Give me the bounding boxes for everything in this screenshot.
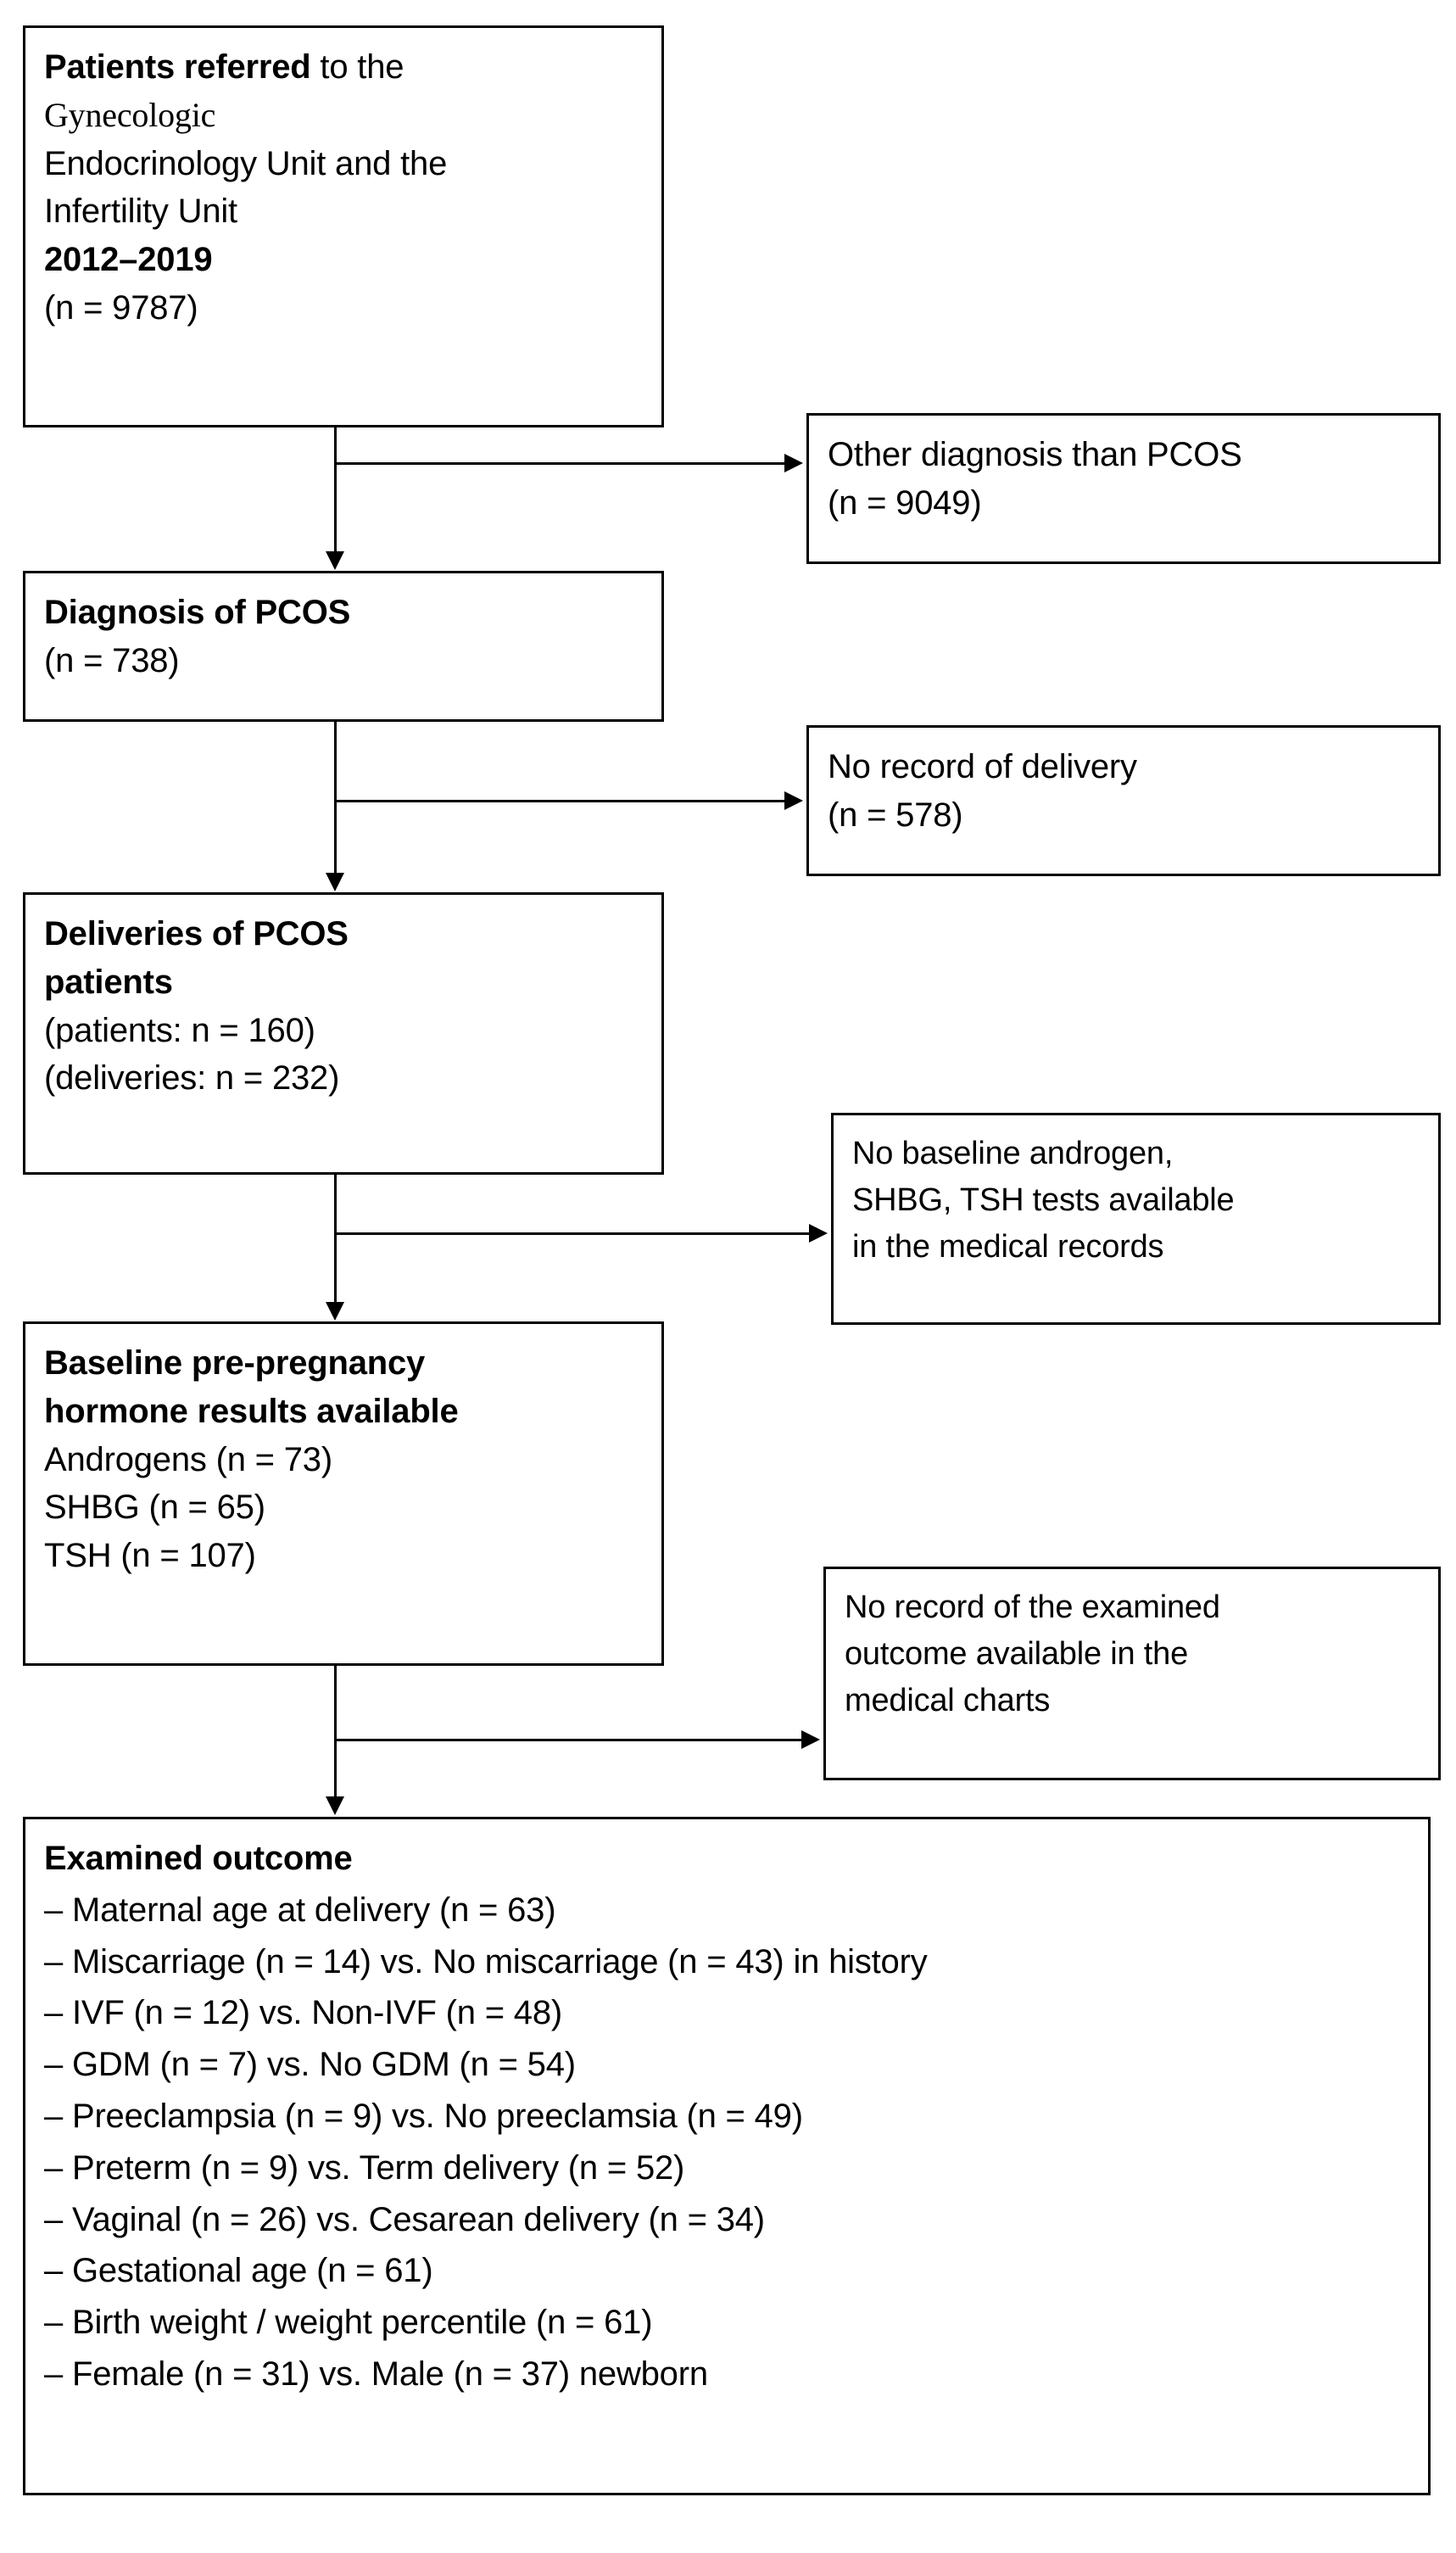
outcome-item: – Preeclampsia (n = 9) vs. No preeclamsi… bbox=[44, 2097, 803, 2135]
connector-baseline-to-outcome bbox=[334, 1666, 337, 1798]
node-no-record-of-outcome-line3: medical charts bbox=[845, 1683, 1051, 1719]
node-patients-referred-line1-bold: Patients referred bbox=[44, 48, 311, 86]
connector-diagnosis-to-no-delivery bbox=[334, 800, 786, 802]
node-no-record-of-delivery-label: No record of delivery bbox=[828, 748, 1137, 785]
outcome-item: – Maternal age at delivery (n = 63) bbox=[44, 1891, 556, 1929]
node-diagnosis-of-pcos: Diagnosis of PCOS (n = 738) bbox=[23, 571, 664, 722]
node-patients-referred: Patients referred to the Gynecologic End… bbox=[23, 25, 664, 427]
outcome-item: – Miscarriage (n = 14) vs. No miscarriag… bbox=[44, 1942, 928, 1980]
node-no-record-of-delivery: No record of delivery (n = 578) bbox=[806, 725, 1441, 876]
node-examined-outcome-heading: Examined outcome bbox=[44, 1840, 353, 1877]
connector-deliveries-to-baseline bbox=[334, 1175, 337, 1304]
node-deliveries-deliveries-count: (deliveries: n = 232) bbox=[44, 1059, 340, 1098]
arrowhead-right-other-diagnosis bbox=[784, 454, 803, 472]
outcome-item: – Preterm (n = 9) vs. Term delivery (n =… bbox=[44, 2148, 685, 2187]
node-baseline-shbg-count: SHBG (n = 65) bbox=[44, 1489, 265, 1527]
connector-referred-to-diagnosis bbox=[334, 427, 337, 553]
node-baseline-tsh-count: TSH (n = 107) bbox=[44, 1537, 256, 1575]
node-patients-referred-count: (n = 9787) bbox=[44, 288, 198, 327]
node-patients-referred-years: 2012–2019 bbox=[44, 241, 213, 279]
node-no-baseline-hormone-tests: No baseline androgen, SHBG, TSH tests av… bbox=[831, 1113, 1441, 1325]
node-diagnosis-of-pcos-label: Diagnosis of PCOS bbox=[44, 594, 351, 631]
node-deliveries-label-line1: Deliveries of PCOS bbox=[44, 915, 349, 952]
connector-baseline-to-no-outcome bbox=[334, 1739, 803, 1741]
outcome-item: – GDM (n = 7) vs. No GDM (n = 54) bbox=[44, 2046, 576, 2084]
arrowhead-down-baseline bbox=[326, 1302, 344, 1321]
node-no-baseline-hormone-line3: in the medical records bbox=[852, 1229, 1164, 1265]
arrowhead-right-no-outcome bbox=[801, 1730, 820, 1749]
node-baseline-androgens-count: Androgens (n = 73) bbox=[44, 1440, 332, 1478]
connector-referred-to-other-diagnosis bbox=[334, 462, 786, 465]
node-no-record-of-outcome-line2: outcome available in the bbox=[845, 1636, 1189, 1673]
arrowhead-down-diagnosis bbox=[326, 551, 344, 570]
node-other-diagnosis-label: Other diagnosis than PCOS bbox=[828, 436, 1242, 473]
node-examined-outcome: Examined outcome – Maternal age at deliv… bbox=[23, 1817, 1431, 2495]
node-patients-referred-line3: Endocrinology Unit and the bbox=[44, 144, 448, 182]
outcome-item: – Vaginal (n = 26) vs. Cesarean delivery… bbox=[44, 2200, 765, 2238]
node-no-baseline-hormone-line1: No baseline androgen, bbox=[852, 1136, 1174, 1171]
node-other-diagnosis: Other diagnosis than PCOS (n = 9049) bbox=[806, 413, 1441, 564]
arrowhead-right-no-hormone bbox=[809, 1224, 828, 1243]
node-no-record-of-outcome-line1: No record of the examined bbox=[845, 1589, 1220, 1625]
node-no-record-of-delivery-count: (n = 578) bbox=[828, 796, 963, 834]
node-patients-referred-line1-rest: to the bbox=[310, 48, 404, 86]
node-no-baseline-hormone-line2: SHBG, TSH tests available bbox=[852, 1182, 1235, 1219]
node-deliveries-patients-count: (patients: n = 160) bbox=[44, 1011, 315, 1049]
outcome-item: – Birth weight / weight percentile (n = … bbox=[44, 2304, 653, 2342]
node-patients-referred-line2: Gynecologic bbox=[44, 95, 216, 134]
node-diagnosis-of-pcos-count: (n = 738) bbox=[44, 641, 180, 679]
outcome-item: – IVF (n = 12) vs. Non-IVF (n = 48) bbox=[44, 1994, 563, 2032]
node-baseline-label-line2: hormone results available bbox=[44, 1392, 459, 1430]
node-deliveries-of-pcos-patients: Deliveries of PCOS patients (patients: n… bbox=[23, 892, 664, 1175]
node-patients-referred-line4: Infertility Unit bbox=[44, 193, 237, 231]
node-baseline-hormone-results: Baseline pre-pregnancy hormone results a… bbox=[23, 1321, 664, 1666]
connector-deliveries-to-no-hormone bbox=[334, 1232, 811, 1235]
arrowhead-right-no-delivery bbox=[784, 791, 803, 810]
node-patients-referred-line1: Patients referred to the bbox=[44, 43, 643, 92]
node-other-diagnosis-count: (n = 9049) bbox=[828, 483, 982, 522]
connector-diagnosis-to-deliveries bbox=[334, 722, 337, 874]
outcome-item: – Gestational age (n = 61) bbox=[44, 2252, 433, 2290]
arrowhead-down-outcome bbox=[326, 1796, 344, 1815]
node-deliveries-label-line2: patients bbox=[44, 963, 173, 1001]
node-no-record-of-outcome: No record of the examined outcome availa… bbox=[823, 1567, 1441, 1780]
arrowhead-down-deliveries bbox=[326, 873, 344, 891]
outcome-item: – Female (n = 31) vs. Male (n = 37) newb… bbox=[44, 2355, 708, 2393]
node-baseline-label-line1: Baseline pre-pregnancy bbox=[44, 1344, 426, 1382]
